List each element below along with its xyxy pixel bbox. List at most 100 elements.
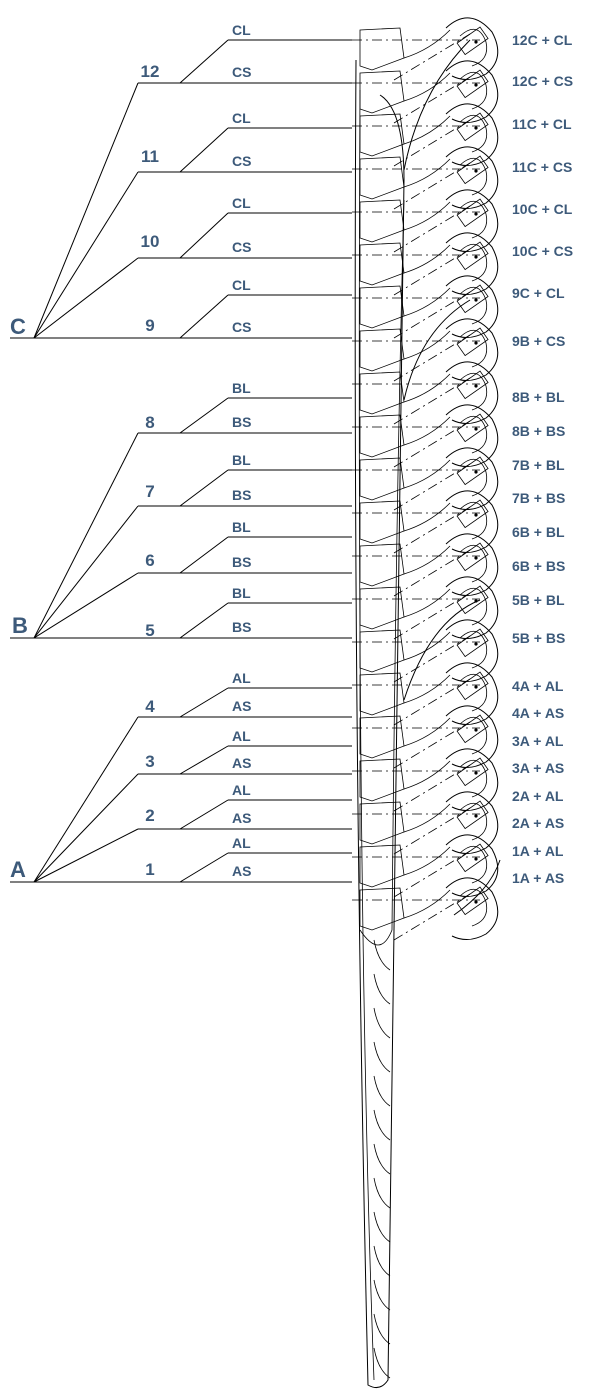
result-long-label: 6B + BL bbox=[512, 524, 565, 540]
branch-line bbox=[179, 469, 229, 507]
branch-line bbox=[179, 397, 229, 434]
spine-plate bbox=[359, 242, 405, 286]
hook-inner-curl bbox=[459, 544, 488, 583]
spine-branch bbox=[359, 199, 405, 946]
hook-shank bbox=[456, 843, 489, 873]
spine-scallop bbox=[373, 1177, 391, 1209]
branch-line bbox=[179, 212, 229, 259]
branch-line bbox=[179, 852, 229, 883]
hook-guide bbox=[393, 807, 471, 855]
result-long-label: 3A + AL bbox=[512, 733, 564, 749]
fan-line bbox=[33, 773, 139, 883]
spine-scallop bbox=[373, 1279, 391, 1311]
hook-guide bbox=[393, 592, 471, 640]
short-sub-label: BS bbox=[232, 414, 251, 430]
hook-inner-curl bbox=[459, 243, 488, 282]
hook-shank bbox=[456, 26, 489, 56]
hook-curl bbox=[445, 490, 499, 553]
short-sub-label: BS bbox=[232, 487, 251, 503]
long-sub-label: BL bbox=[232, 452, 251, 468]
hook-inner-curl bbox=[459, 802, 488, 841]
hook-shank bbox=[456, 757, 489, 787]
hook-point bbox=[474, 83, 478, 87]
hook-shank bbox=[456, 327, 489, 357]
hook-inner-curl bbox=[459, 157, 488, 196]
long-sub-label: BL bbox=[232, 585, 251, 601]
hook-swoop bbox=[403, 373, 451, 403]
hook-inner-curl bbox=[459, 673, 488, 712]
hook-guide bbox=[393, 76, 471, 124]
fan-line bbox=[33, 572, 139, 639]
hook-inner-curl bbox=[459, 28, 488, 67]
hook-swoop bbox=[403, 631, 451, 661]
hook-inner-curl bbox=[459, 458, 488, 497]
short-sub-label: AS bbox=[232, 863, 251, 879]
spine-plate bbox=[359, 801, 405, 845]
hook-point bbox=[474, 556, 478, 560]
branch-line bbox=[179, 294, 229, 339]
hook-swoop bbox=[403, 158, 451, 188]
hook-inner-curl bbox=[459, 630, 488, 669]
hook-shank bbox=[456, 542, 489, 572]
hook-point bbox=[474, 427, 478, 431]
spine-plate bbox=[359, 414, 405, 458]
hook-curl bbox=[445, 791, 499, 854]
hook-swoop bbox=[403, 201, 451, 231]
long-sub-label: CL bbox=[232, 22, 251, 38]
fan-line bbox=[33, 432, 139, 639]
spine-plate bbox=[359, 500, 405, 544]
result-long-label: 1A + AL bbox=[512, 843, 564, 859]
hook-inner-curl bbox=[459, 114, 488, 153]
fan-line bbox=[33, 505, 139, 639]
hook-swoop bbox=[403, 330, 451, 360]
hook-point bbox=[474, 255, 478, 259]
short-sub-label: BS bbox=[232, 554, 251, 570]
hook-guide bbox=[393, 119, 471, 167]
envelope-top bbox=[403, 39, 471, 171]
hook-curl bbox=[445, 447, 499, 510]
hook-swoop bbox=[403, 72, 451, 102]
hook-guide bbox=[393, 764, 471, 812]
fan-line bbox=[33, 828, 139, 883]
label-tree bbox=[10, 39, 352, 883]
hook-curl bbox=[445, 662, 499, 725]
hook-curl bbox=[445, 748, 499, 811]
hook-swoop bbox=[403, 760, 451, 790]
hook-guide bbox=[393, 678, 471, 726]
hook-point bbox=[474, 126, 478, 130]
spine-plate bbox=[359, 285, 405, 329]
hook-swoop bbox=[403, 803, 451, 833]
result-short-label: 4A + AS bbox=[512, 705, 564, 721]
hook-curl bbox=[445, 275, 499, 338]
hook-inner-curl bbox=[459, 71, 488, 110]
branch-line bbox=[179, 536, 229, 574]
result-short-label: 9B + CS bbox=[512, 333, 565, 349]
hook-stack-drawing bbox=[352, 17, 501, 1389]
hook-point bbox=[474, 771, 478, 775]
spine-outline bbox=[354, 59, 405, 1389]
hook-shank bbox=[456, 499, 489, 529]
spine-plate bbox=[359, 672, 405, 716]
row-number: 5 bbox=[145, 621, 154, 640]
hook-point bbox=[474, 513, 478, 517]
fan-line bbox=[33, 171, 139, 339]
row-number: 9 bbox=[145, 316, 154, 335]
hook-shank bbox=[456, 800, 489, 830]
row-number: 2 bbox=[145, 806, 154, 825]
hook-swoop bbox=[403, 459, 451, 489]
result-short-label: 1A + AS bbox=[512, 870, 564, 886]
result-long-label: 9C + CL bbox=[512, 285, 565, 301]
hook-curl bbox=[445, 103, 499, 166]
hook-inner-curl bbox=[459, 286, 488, 325]
spine-inner bbox=[358, 89, 375, 1381]
spine-scallop bbox=[373, 1041, 391, 1073]
spine-plate bbox=[359, 629, 405, 673]
hook-inner-curl bbox=[459, 372, 488, 411]
short-sub-label: CS bbox=[232, 64, 251, 80]
hook-point bbox=[474, 384, 478, 388]
long-sub-label: AL bbox=[232, 835, 251, 851]
long-sub-label: CL bbox=[232, 195, 251, 211]
result-long-label: 2A + AL bbox=[512, 788, 564, 804]
hook-point bbox=[474, 470, 478, 474]
hook-point bbox=[474, 341, 478, 345]
